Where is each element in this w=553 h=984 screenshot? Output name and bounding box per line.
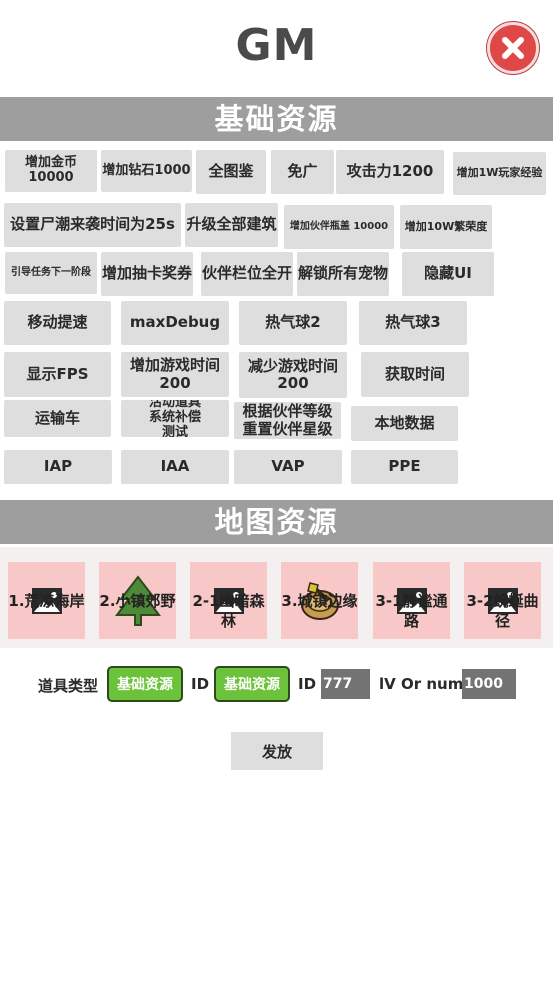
- map-card-label: 3.城镇边缘: [281, 592, 358, 610]
- local-data-button[interactable]: 本地数据: [351, 406, 458, 441]
- guide-next-stage-button[interactable]: 引导任务下一阶段: [5, 252, 97, 294]
- no-ads-button[interactable]: 免广: [271, 150, 334, 194]
- map-card-label: 2.小镇郊野: [99, 592, 176, 610]
- upgrade-all-buildings-button[interactable]: 升级全部建筑: [185, 203, 278, 247]
- set-zombie-wave-time-button[interactable]: 设置尸潮来袭时间为25s: [4, 203, 181, 247]
- add-partner-caps-button[interactable]: 增加伙伴瓶盖 10000: [284, 205, 394, 249]
- image-placeholder-icon: [396, 587, 427, 614]
- iap-button[interactable]: IAP: [4, 450, 112, 484]
- id-label: ID: [191, 675, 210, 693]
- add-prosperity-button[interactable]: 增加10W繁荣度: [400, 205, 492, 249]
- image-placeholder-icon: [31, 587, 62, 614]
- map-card-1[interactable]: 1.荒凉海岸: [8, 562, 85, 639]
- map-card-6[interactable]: 3-2蜿蜒曲径: [464, 562, 541, 639]
- section-basic-resources: 基础资源: [0, 97, 553, 141]
- send-button[interactable]: 发放: [231, 732, 323, 770]
- item-type-label: 道具类型: [38, 677, 99, 695]
- event-item-compensation-test-button[interactable]: 活动道具 系统补偿 测试: [121, 400, 229, 437]
- map-card-label: 3-2蜿蜒曲径: [466, 592, 539, 630]
- map-card-3[interactable]: 2-1幽暗森林: [190, 562, 267, 639]
- reset-partner-stars-button[interactable]: 根据伙伴等级 重置伙伴星级: [234, 402, 341, 439]
- close-icon: [502, 37, 524, 59]
- item-type-select[interactable]: 基础资源: [107, 666, 183, 702]
- map-card-label: 3-1静谧通路: [375, 592, 448, 630]
- attack-1200-button[interactable]: 攻击力1200: [336, 150, 444, 194]
- add-player-exp-button[interactable]: 增加1W玩家经验: [453, 152, 546, 195]
- add-diamond-button[interactable]: 增加钻石1000: [101, 150, 192, 192]
- iaa-button[interactable]: IAA: [121, 450, 229, 484]
- image-placeholder-icon: [213, 587, 244, 614]
- unlock-all-pets-button[interactable]: 解锁所有宠物: [297, 252, 389, 296]
- hot-air-balloon-2-button[interactable]: 热气球2: [239, 301, 347, 345]
- move-speed-button[interactable]: 移动提速: [4, 301, 111, 345]
- section-map-resources: 地图资源: [0, 500, 553, 544]
- reduce-game-time-button[interactable]: 减少游戏时间200: [239, 352, 347, 398]
- map-card-label: 2-1幽暗森林: [192, 592, 265, 630]
- add-gold-button[interactable]: 增加金币10000: [5, 150, 97, 192]
- map-card-label: 1.荒凉海岸: [8, 592, 85, 610]
- map-list: [0, 547, 553, 648]
- unlock-partner-slots-button[interactable]: 伙伴栏位全开: [201, 252, 293, 296]
- hot-air-balloon-3-button[interactable]: 热气球3: [359, 301, 467, 345]
- show-fps-button[interactable]: 显示FPS: [4, 352, 111, 397]
- full-codex-button[interactable]: 全图鉴: [196, 150, 266, 194]
- add-gacha-tickets-button[interactable]: 增加抽卡奖券: [101, 252, 193, 296]
- add-game-time-button[interactable]: 增加游戏时间200: [121, 352, 229, 397]
- image-placeholder-icon: [487, 587, 518, 614]
- id-select[interactable]: 基础资源: [214, 666, 290, 702]
- map-card-5[interactable]: 3-1静谧通路: [373, 562, 450, 639]
- ppe-button[interactable]: PPE: [351, 450, 458, 484]
- page-title: GM: [235, 20, 318, 71]
- max-debug-button[interactable]: maxDebug: [121, 301, 229, 345]
- get-time-button[interactable]: 获取时间: [361, 352, 469, 397]
- pine-tree-icon: [114, 574, 161, 626]
- vap-button[interactable]: VAP: [234, 450, 342, 484]
- map-card-4[interactable]: 3.城镇边缘: [281, 562, 358, 639]
- close-button[interactable]: [487, 22, 539, 74]
- hide-ui-button[interactable]: 隐藏UI: [402, 252, 494, 296]
- map-card-2[interactable]: 2.小镇郊野: [99, 562, 176, 639]
- lv-or-num-input[interactable]: 1000: [462, 669, 516, 699]
- id-input[interactable]: 777: [321, 669, 370, 699]
- lv-or-num-label: lV Or num: [379, 675, 464, 693]
- transport-vehicle-button[interactable]: 运输车: [4, 400, 111, 437]
- tree-stump-axe-icon: [300, 581, 339, 620]
- id-input-label: ID: [298, 675, 317, 693]
